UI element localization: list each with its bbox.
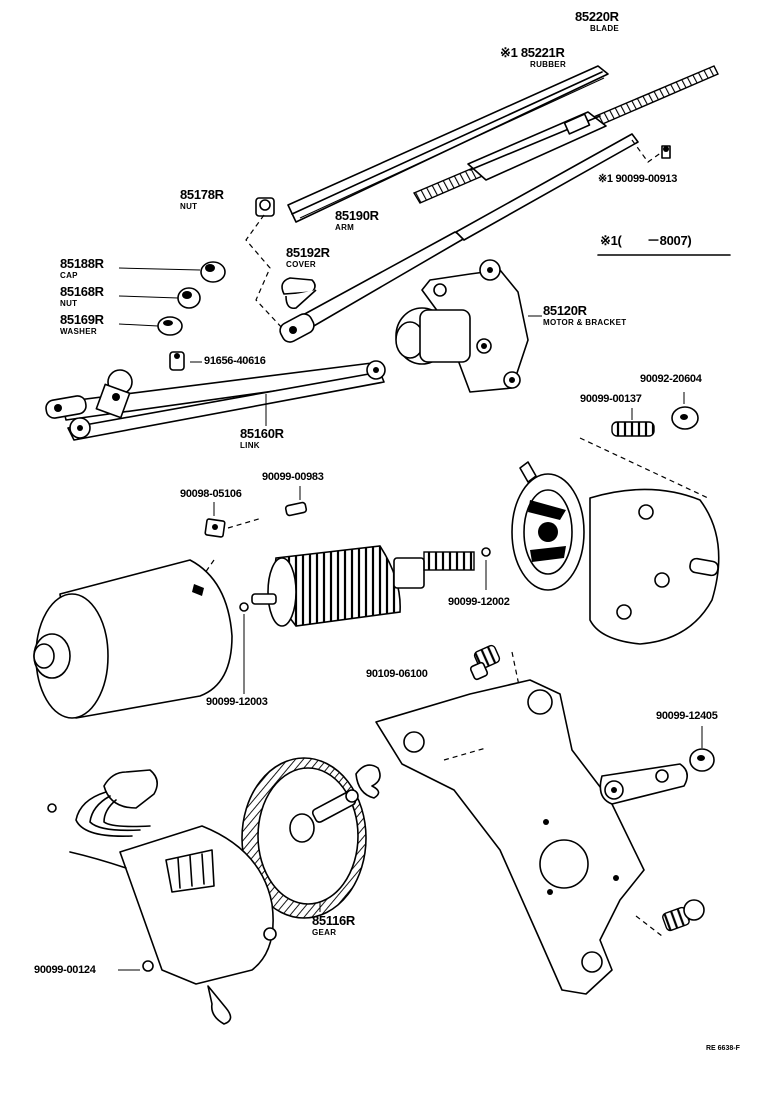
- nut-106-drawing: [204, 502, 226, 538]
- label-90099-12003: 90099-12003: [206, 696, 268, 708]
- nut-178-drawing: [255, 197, 275, 217]
- label-85192R-name: COVER: [286, 260, 316, 269]
- screw-983-drawing: [284, 486, 308, 517]
- label-90099-12002: 90099-12002: [448, 596, 510, 608]
- washer-169-drawing: [157, 316, 183, 336]
- screw-913-drawing: [631, 139, 671, 163]
- wiper-arm-drawing: [279, 133, 639, 343]
- label-85190R-name: ARM: [335, 223, 355, 232]
- label-90099-00983: 90099-00983: [262, 471, 324, 483]
- cap-188-drawing: [200, 261, 226, 283]
- label-85192R-number: 85192R: [286, 245, 330, 260]
- label-85168R-name: NUT: [60, 299, 78, 308]
- label-85190R-number: 85190R: [335, 208, 379, 223]
- label-90099-00137: 90099-00137: [580, 393, 642, 405]
- label-85120R-name: MOTOR & BRACKET: [543, 318, 627, 327]
- label-85220R-name: BLADE: [590, 24, 620, 33]
- nut-405-drawing: [689, 726, 715, 772]
- motor-yoke-drawing: [33, 559, 233, 719]
- washer-2003-drawing: [239, 602, 249, 694]
- rubber-strip-drawing: [287, 65, 609, 223]
- bracket-plate-drawing: [355, 679, 645, 995]
- label-85178R-name: NUT: [180, 202, 198, 211]
- link-drawing: [45, 360, 386, 441]
- label-85160R-number: 85160R: [240, 426, 284, 441]
- gear-drawing: [241, 757, 367, 919]
- label-85221R-number: ※1 85221R: [500, 45, 565, 60]
- cover-drawing: [281, 277, 317, 310]
- label-85169R-number: 85169R: [60, 312, 104, 327]
- label-90099-12405: 90099-12405: [656, 710, 718, 722]
- screw-lower-right-drawing: [635, 899, 705, 937]
- label-85188R-name: CAP: [60, 271, 78, 280]
- label-85220R-number: 85220R: [575, 9, 619, 24]
- note-serial-range: ※1( －8007): [600, 233, 692, 248]
- label-91656-40616: 91656-40616: [204, 355, 266, 367]
- spring-137-drawing: [611, 421, 655, 437]
- armature-drawing: [251, 545, 491, 627]
- gear-cover-drawing: [47, 769, 277, 1025]
- label-85120R-number: 85120R: [543, 303, 587, 318]
- reference-code: RE 6638-F: [706, 1045, 740, 1052]
- label-90098-05106: 90098-05106: [180, 488, 242, 500]
- nut-168-drawing: [177, 287, 201, 309]
- label-85116R-name: GEAR: [312, 928, 337, 937]
- bolt-616-drawing: [169, 351, 202, 371]
- label-90099-00124: 90099-00124: [34, 964, 96, 976]
- motor-bracket-upper-drawing: [395, 259, 542, 393]
- label-85169R-name: WASHER: [60, 327, 97, 336]
- wiper-blade-drawing: [412, 65, 719, 204]
- label-90109-06100: 90109-06100: [366, 668, 428, 680]
- screw-8100-drawing: [469, 644, 501, 681]
- label-85221R-name: RUBBER: [530, 60, 567, 69]
- label-90099-00913: ※1 90099-00913: [598, 173, 678, 185]
- label-85178R-number: 85178R: [180, 187, 224, 202]
- washer-604-drawing: [671, 406, 699, 430]
- label-85168R-number: 85168R: [60, 284, 104, 299]
- crank-lever-drawing: [599, 763, 688, 805]
- label-85116R-number: 85116R: [312, 913, 356, 928]
- gear-housing-drawing: [511, 461, 720, 645]
- label-90092-20604: 90092-20604: [640, 373, 702, 385]
- label-85160R-name: LINK: [240, 441, 260, 450]
- label-85188R-number: 85188R: [60, 256, 104, 271]
